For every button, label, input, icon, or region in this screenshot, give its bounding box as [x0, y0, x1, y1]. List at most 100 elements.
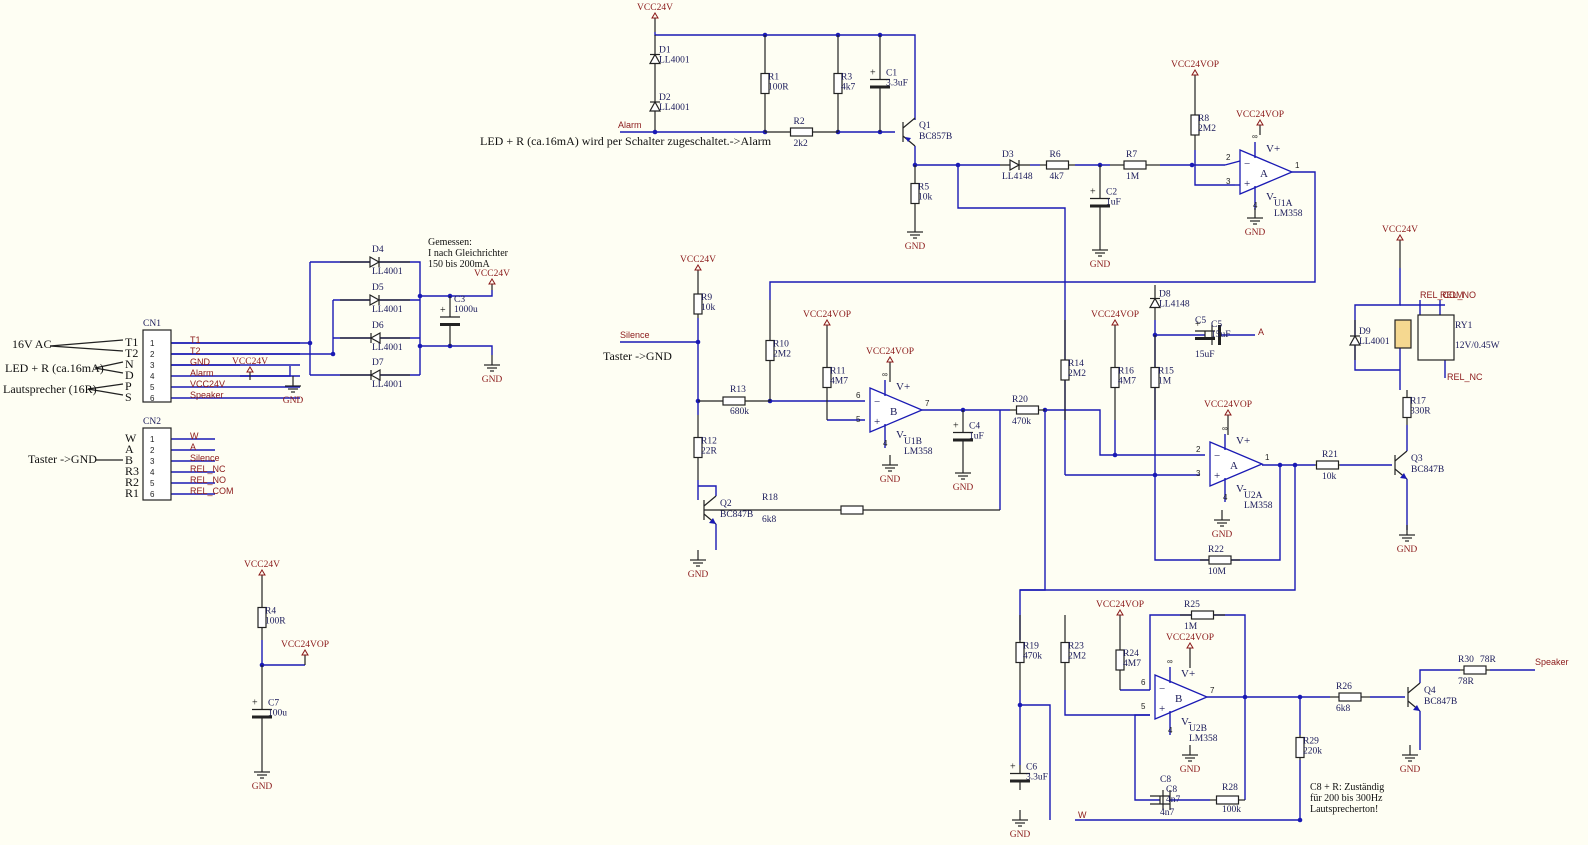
ref-r14: R14: [1068, 359, 1084, 369]
ref-r17: R17: [1410, 397, 1426, 407]
pin-num: 5: [1141, 702, 1146, 711]
opamp-vminus: V-: [896, 429, 907, 441]
opamp-u1b: [869, 387, 924, 433]
value-c7: 100u: [268, 709, 287, 719]
note-measured: 150 bis 200mA: [428, 259, 490, 270]
note-measured: Gemessen:: [428, 237, 472, 248]
opamp-4: 4: [883, 439, 888, 448]
wire: [240, 366, 291, 377]
net-speaker: Speaker: [1535, 657, 1569, 667]
ref-u2b: U2B: [1189, 724, 1207, 734]
note-c8r: für 200 bis 300Hz: [1310, 793, 1383, 804]
cn2-pin-6: 6: [150, 490, 155, 499]
power-label-vcc24vop: VCC24VOP: [1096, 600, 1144, 610]
cn1-pin-2: 2: [150, 350, 155, 359]
resistor-r11: [822, 366, 832, 389]
cn2-ext-1: A: [125, 442, 134, 456]
value-ry1: 12V/0.45W: [1455, 341, 1500, 351]
value-r12: 22R: [701, 447, 718, 457]
ref-r16: R16: [1118, 367, 1134, 377]
opamp-vplus: V+: [1266, 143, 1280, 155]
note-speaker: Lautsprecher (16R): [3, 382, 97, 396]
cn1-net-1: T2: [190, 346, 201, 356]
wire: [1134, 714, 1160, 801]
pin-num: 2: [1226, 153, 1231, 162]
transistor-arrow-icon: [709, 518, 716, 524]
net-silence: Silence: [620, 330, 650, 340]
value-r22: 10M: [1208, 567, 1227, 577]
opamp-u2a: [1209, 441, 1264, 487]
value-r13: 680k: [730, 407, 749, 417]
gnd-label: GND: [1245, 228, 1266, 238]
opamp-minus: −: [1244, 158, 1250, 170]
capacitor-plate: [1010, 779, 1030, 783]
cn1-pin-3: 3: [150, 361, 155, 370]
opamp-vplus: V+: [896, 381, 910, 393]
power-label-vcc24vop: VCC24VOP: [1204, 400, 1252, 410]
power-arrow-icon: [1186, 642, 1194, 649]
gnd-label: GND: [283, 396, 304, 406]
power-label-vcc24v: VCC24V: [637, 3, 673, 13]
value-r28: 100k: [1222, 805, 1241, 815]
capacitor-plate: [870, 85, 890, 89]
wire: [654, 32, 916, 120]
value-d2: LL4001: [659, 103, 690, 113]
cn1-pin-4: 4: [150, 372, 155, 381]
cn1-pin-5: 5: [150, 383, 155, 392]
resistor-r7: [1123, 160, 1147, 170]
value-r3: 4k7: [841, 83, 856, 93]
diode-d4: [369, 255, 381, 269]
polarity-mark: +: [252, 698, 258, 709]
ref-c8: C8: [1166, 785, 1177, 795]
value-r4: 100R: [265, 617, 286, 627]
diode-d5: [369, 293, 381, 307]
note-measured: I nach Gleichrichter: [428, 248, 509, 259]
opamp-minus: −: [1214, 450, 1220, 462]
ref-r20: R20: [1012, 395, 1028, 405]
resistor-r9: [693, 293, 703, 315]
ref-d1: D1: [659, 46, 671, 56]
ref-r19: R19: [1023, 642, 1039, 652]
junction-dot: [652, 129, 658, 135]
pointer-line: [49, 339, 124, 347]
note-led: LED + R (ca.16mA): [5, 361, 104, 375]
resistor-r10: [765, 339, 775, 362]
cn2-net-2: Silence: [190, 453, 220, 463]
ref-c6: C6: [1026, 763, 1037, 773]
opamp-vminus: V-: [1266, 191, 1277, 203]
wire: [1020, 704, 1051, 820]
power-label-vcc24v: VCC24V: [680, 255, 716, 265]
value-r2: 2k2: [794, 139, 809, 149]
value-r10: 2M2: [773, 350, 791, 360]
note-ac: 16V AC: [12, 337, 51, 351]
cn1-net-3: Alarm: [190, 368, 214, 378]
capacitor-plate: [1195, 337, 1215, 340]
opamp-u1a: [1239, 149, 1294, 195]
ref-q2: Q2: [720, 499, 732, 509]
value-r25: 1M: [1184, 622, 1198, 632]
value-r23: 2M2: [1068, 652, 1086, 662]
cn2-pin-2: 2: [150, 446, 155, 455]
wire: [1020, 410, 1046, 591]
cn2-net-5: REL_COM: [190, 486, 234, 496]
net-a: A: [1258, 327, 1264, 337]
wire: [698, 485, 717, 496]
value-r7: 1M: [1126, 172, 1140, 182]
opamp-vplus: V+: [1236, 435, 1250, 447]
power-arrow-icon: [1111, 319, 1119, 326]
ref-c2: C2: [1106, 188, 1117, 198]
resistor-r24: [1115, 649, 1125, 671]
opamp-4: 4: [1223, 493, 1228, 502]
opamp-plus: +: [1159, 703, 1165, 715]
pin-num: 3: [1196, 469, 1201, 478]
gnd-label: GND: [688, 570, 709, 580]
power-label-vcc24v: VCC24V: [232, 357, 268, 367]
power-label-vcc24v: VCC24V: [1382, 225, 1418, 235]
pointer-line: [87, 383, 124, 390]
diode-d8: [1148, 297, 1162, 309]
resistor-r16: [1110, 366, 1120, 389]
ref-c1: C1: [886, 69, 897, 79]
polarity-mark: +: [953, 421, 959, 432]
value-c2: 1uF: [1106, 198, 1121, 208]
value-r11: 4M7: [830, 377, 848, 387]
